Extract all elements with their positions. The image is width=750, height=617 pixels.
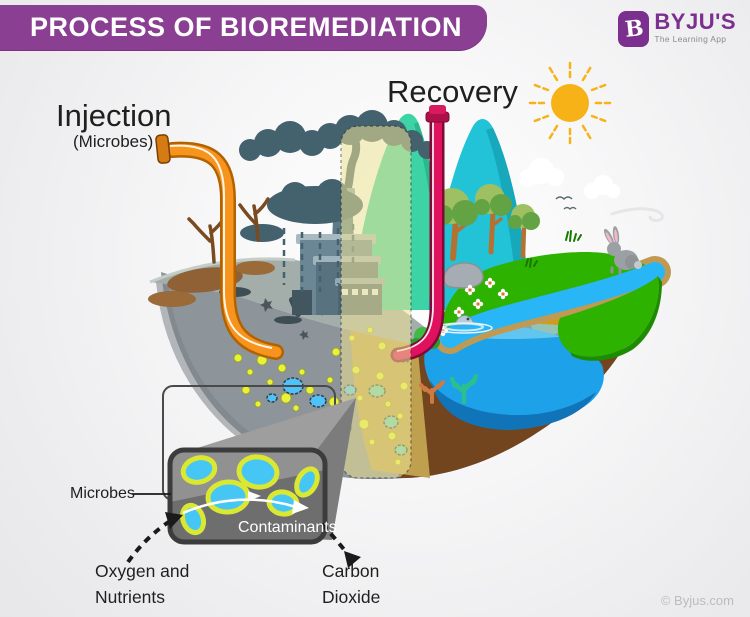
injection-sublabel: (Microbes): [73, 132, 154, 151]
dead-tree-icon: [187, 197, 270, 264]
title-banner: PROCESS OF BIOREMEDIATION: [0, 5, 487, 50]
byjus-logo[interactable]: B BYJU'S The Learning App: [618, 11, 736, 47]
grass-tufts: [525, 230, 582, 268]
wind-swirl-icon: [610, 207, 664, 223]
copyright-text: © Byjus.com: [660, 593, 734, 608]
logo-tagline: The Learning App: [654, 34, 727, 44]
degradation-arrow: [182, 498, 297, 515]
pipe-flange: [155, 134, 171, 164]
injection-pipe: [155, 134, 284, 360]
logo-brand-text: BYJU'S: [654, 9, 736, 34]
recovery-label: Recovery: [387, 74, 518, 109]
sun-icon: [524, 57, 616, 149]
byjus-logo-mark-icon: B: [618, 11, 650, 47]
fish-icon: [435, 315, 493, 334]
injection-label: Injection: [56, 98, 172, 133]
tree-icon: [508, 204, 540, 259]
oxygen-input-arrow: [126, 512, 183, 564]
oxygen-nutrients-label: Oxygen and Nutrients: [95, 561, 190, 607]
microbe-inset: [167, 447, 328, 545]
coral-icon: [419, 373, 479, 405]
carbon-output-arrow: [320, 522, 361, 568]
contaminants-label: Contaminants: [238, 519, 337, 536]
rabbit-icon: [604, 226, 642, 275]
carbon-dioxide-label: Carbon Dioxide: [322, 561, 381, 607]
cloud-icon: [519, 158, 620, 199]
page-title: PROCESS OF BIOREMEDIATION: [30, 12, 463, 42]
river: [440, 262, 665, 348]
birds-icon: [555, 196, 577, 211]
tree-icon: [474, 184, 512, 255]
microbes-label: Microbes: [70, 485, 135, 502]
river-and-grass: [434, 252, 671, 361]
treatment-zone-highlight: [340, 125, 412, 479]
